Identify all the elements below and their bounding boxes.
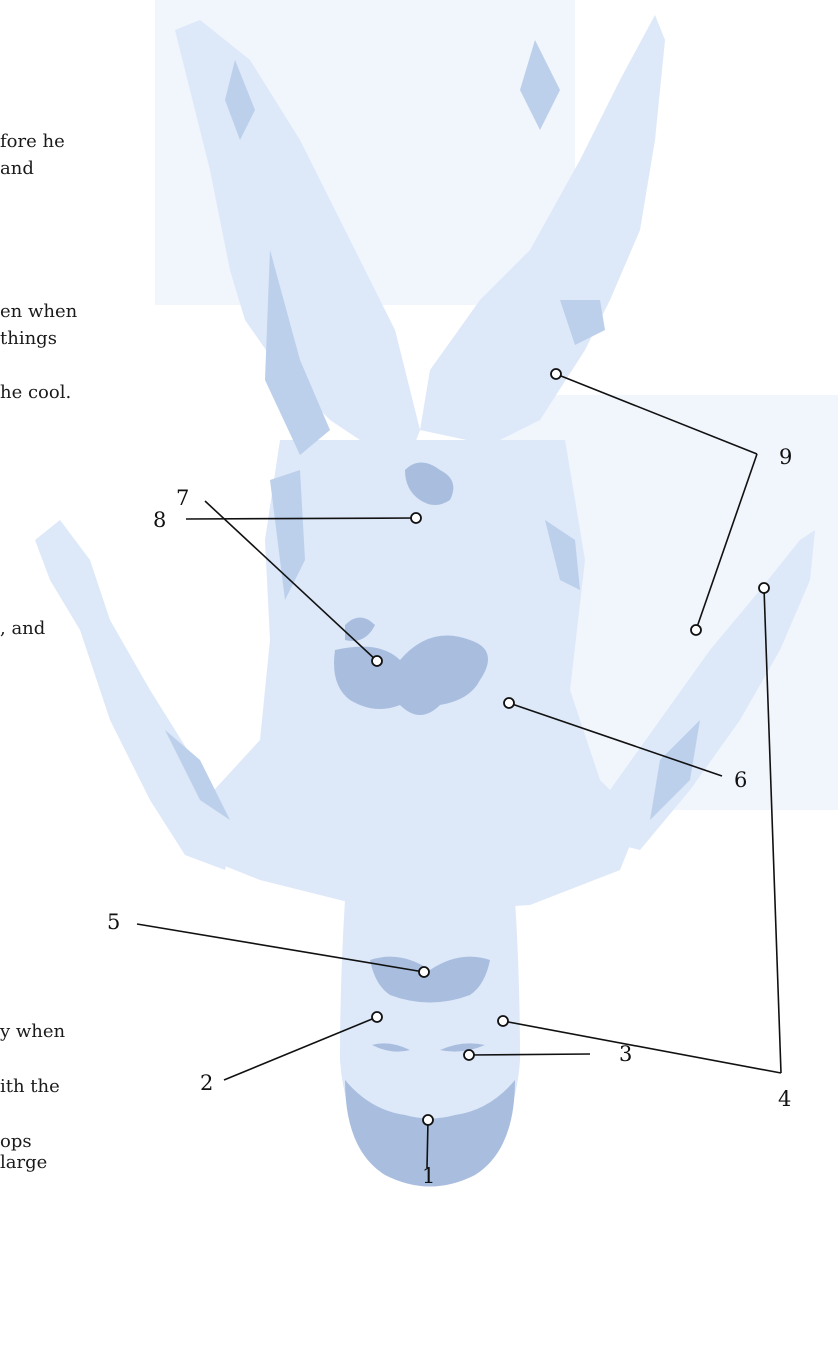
callout-line-8 (186, 518, 416, 519)
callout-label-7: 7 (176, 486, 189, 510)
marker-1 (423, 1115, 433, 1125)
callout-line-1 (427, 1120, 428, 1168)
marker-5 (419, 967, 429, 977)
left-arm (35, 520, 235, 870)
callout-label-5: 5 (107, 910, 120, 934)
callout-label-1: 1 (422, 1164, 435, 1188)
callout-label-3: 3 (619, 1042, 632, 1066)
callout-line-3 (469, 1054, 590, 1055)
callout-label-6: 6 (734, 768, 747, 792)
marker-4 (498, 1016, 508, 1026)
callout-line-4a (503, 1021, 781, 1073)
marker-6 (504, 698, 514, 708)
callout-label-2: 2 (200, 1071, 213, 1095)
callout-label-9: 9 (779, 445, 792, 469)
marker-4b (759, 583, 769, 593)
marker-8 (411, 513, 421, 523)
marker-9a (551, 369, 561, 379)
marker-3 (464, 1050, 474, 1060)
callout-label-4: 4 (778, 1087, 791, 1111)
marker-7 (372, 656, 382, 666)
marker-9b (691, 625, 701, 635)
callout-label-8: 8 (153, 508, 166, 532)
marker-2 (372, 1012, 382, 1022)
